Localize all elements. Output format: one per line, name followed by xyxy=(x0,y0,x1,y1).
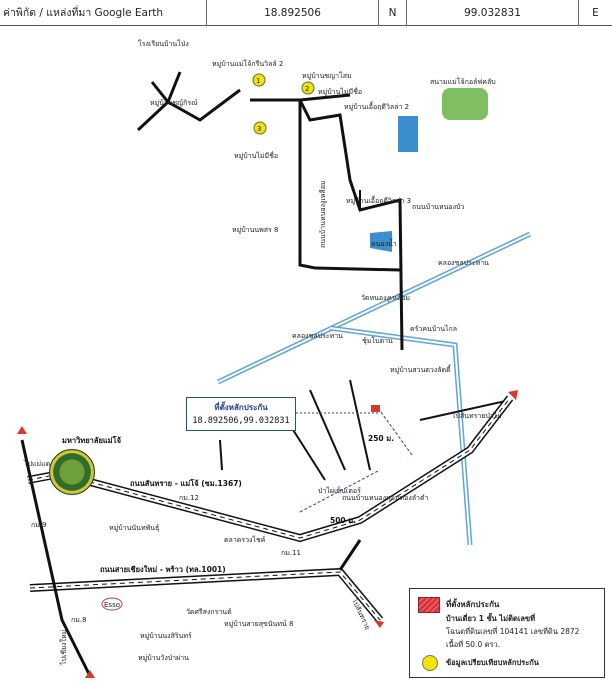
label-canal-2: คลองชลประทาน xyxy=(292,332,343,340)
label-village-suan-chaluem: หมู่บ้านสวนตวงลัดดี้ xyxy=(390,363,452,374)
latitude-value: 18.892506 xyxy=(207,0,379,26)
label-road-map-ban-sai: ถนนบ้านหนองหล่มทองลำตำ xyxy=(342,494,429,502)
marker-2-label: 2 xyxy=(305,85,309,93)
coordinate-source-label: ค่าพิกัด / แหล่งที่มา Google Earth xyxy=(0,0,207,26)
label-university: มหาวิทยาลัยแม่โจ้ xyxy=(62,435,121,445)
label-village-kalasi: หมู่บ้านชญาโสม xyxy=(302,71,352,80)
label-village-nanthaphan: หมู่บ้านนันทพันธุ์ xyxy=(109,524,159,532)
label-wat-nong-ngu-luam: วัดหนองงูเหลือม xyxy=(361,294,410,302)
label-canal-1: คลองชลประทาน xyxy=(438,259,489,267)
label-market: ชุ้มโบตาน xyxy=(362,336,393,345)
legend-property-line3: เนื้อที่ 50.0 ตรว. xyxy=(446,640,501,649)
label-road-nong-ngu-luam: ถนนบ้านหนองงูเหลือม xyxy=(319,180,327,248)
infobox-title: ที่ตั้งหลักประกัน xyxy=(214,403,268,412)
direction-arrows xyxy=(17,390,518,678)
coordinate-header: ค่าพิกัด / แหล่งที่มา Google Earth 18.89… xyxy=(0,0,612,26)
label-village-nong-sira: หมู่บ้านนงสิรินทร์ xyxy=(140,632,192,640)
marker-1-label: 1 xyxy=(256,77,260,85)
reservoir-shape xyxy=(398,116,418,152)
label-wat-sri-don: วัดศรีสงกรานต์ xyxy=(186,608,232,616)
legend-property-swatch xyxy=(418,597,440,613)
label-village-wanpen: หมู่บ้านวังป่าผ่าน xyxy=(138,654,189,662)
golf-course-shape xyxy=(442,88,488,120)
collateral-infobox: ที่ตั้งหลักประกัน 18.892506,99.032831 xyxy=(186,397,296,431)
label-km9: กม.9 xyxy=(31,521,47,529)
esso-badge xyxy=(101,597,123,611)
comparable-marker-2 xyxy=(301,81,315,95)
label-dist-500: 500 ม. xyxy=(330,516,356,525)
distance-markers xyxy=(292,407,413,513)
label-village-chayakirin: หมู่บ้านชญ์กิรณ์ xyxy=(150,99,198,107)
pond-shape xyxy=(370,231,392,252)
label-talat-rai: ตลาดรวงไชค์ xyxy=(224,535,266,544)
label-school-pong: โรงเรียนบ้านโป่ง xyxy=(138,39,189,48)
label-to-phrao: ไปแม่แตงพร้าว xyxy=(23,459,70,468)
label-pa-sao-centre: ป่าไผ่เซ็นเตอร์ xyxy=(318,486,361,495)
university-logo xyxy=(49,449,95,495)
label-km8: กม.8 xyxy=(71,616,87,624)
marker-3-label: 3 xyxy=(257,125,261,133)
label-village-mai-mi-chue-1: หมู่บ้านไม่มีชื่อ xyxy=(318,87,362,96)
longitude-direction: E xyxy=(592,7,599,19)
legend-comparable-title: ข้อมูลเปรียบเทียบหลักประกัน xyxy=(446,658,539,667)
comparable-marker-1 xyxy=(252,73,266,87)
infobox-coordinates: 18.892506,99.032831 xyxy=(192,416,290,426)
legend-property-line1: บ้านเดี่ยว 1 ชั้น ไม่ติดเลขที่ xyxy=(446,614,536,623)
label-road-nong-ku: ถนนบ้านหนองบัว xyxy=(412,203,464,211)
label-km12: กม.12 xyxy=(179,494,199,502)
label-esso: Esso xyxy=(104,601,120,609)
longitude-value: 99.032831 xyxy=(407,0,579,26)
label-village-nhoe-8: หมู่บ้านนพสร 8 xyxy=(232,226,279,234)
label-road-chiangmai-phrao: ถนนสายเชียงใหม่ - พร้าว (ทล.1001) xyxy=(100,565,226,574)
comparable-marker-3 xyxy=(253,121,267,135)
location-map: 1 2 3 โรงเรียนบ้านโป่ง หมู่บ้านแม่โจ้กรี… xyxy=(17,39,532,678)
label-to-san-sai: ไปสันทรายป่าไผ่ xyxy=(451,411,501,420)
irrigation-canals xyxy=(216,231,532,546)
label-village-santisuk: หมู่บ้านสายสุขนันทน์ 8 xyxy=(224,620,293,628)
roads xyxy=(136,71,511,481)
legend-comparable-dot xyxy=(422,655,438,671)
latitude-direction: N xyxy=(379,0,407,26)
label-km11: กม.11 xyxy=(281,549,301,557)
legend-property-line2: โฉนดที่ดินเลขที่ 104141 เลขที่ดิน 2872 xyxy=(446,627,580,636)
label-dist-250: 250 ม. xyxy=(368,434,394,443)
label-kloang-mae-kon: ครัวคนบ้านไกล xyxy=(410,324,457,333)
label-village-fa-sai-villa-2: หมู่บ้านเอื้อฤดีวิลล่า 2 xyxy=(344,100,409,111)
legend-property-title: ที่ตั้งหลักประกัน xyxy=(446,600,500,609)
label-road-san-sai-mae-jo: ถนนสันทราย - แม่โจ้ (ชม.1367) xyxy=(130,478,242,488)
map-legend: ที่ตั้งหลักประกัน บ้านเดี่ยว 1 ชั้น ไม่ต… xyxy=(409,588,605,678)
property-location-marker xyxy=(371,405,380,412)
label-village-mai-mi-chue-2: หมู่บ้านไม่มีชื่อ xyxy=(234,151,278,160)
label-golf: สนามแม่โจ้กอล์ฟคลับ xyxy=(430,77,496,86)
label-village-mae-jo-green-2: หมู่บ้านแม่โจ้กรีนวิลล์ 2 xyxy=(212,59,283,68)
label-pond: หนองน้ำ xyxy=(371,237,397,248)
label-to-chiangmai: ไปเชียงใหม่ xyxy=(59,630,68,666)
label-village-fa-sai-villa-3: หมู่บ้านเอื้อฤดีวิลล่า 3 xyxy=(346,194,411,205)
